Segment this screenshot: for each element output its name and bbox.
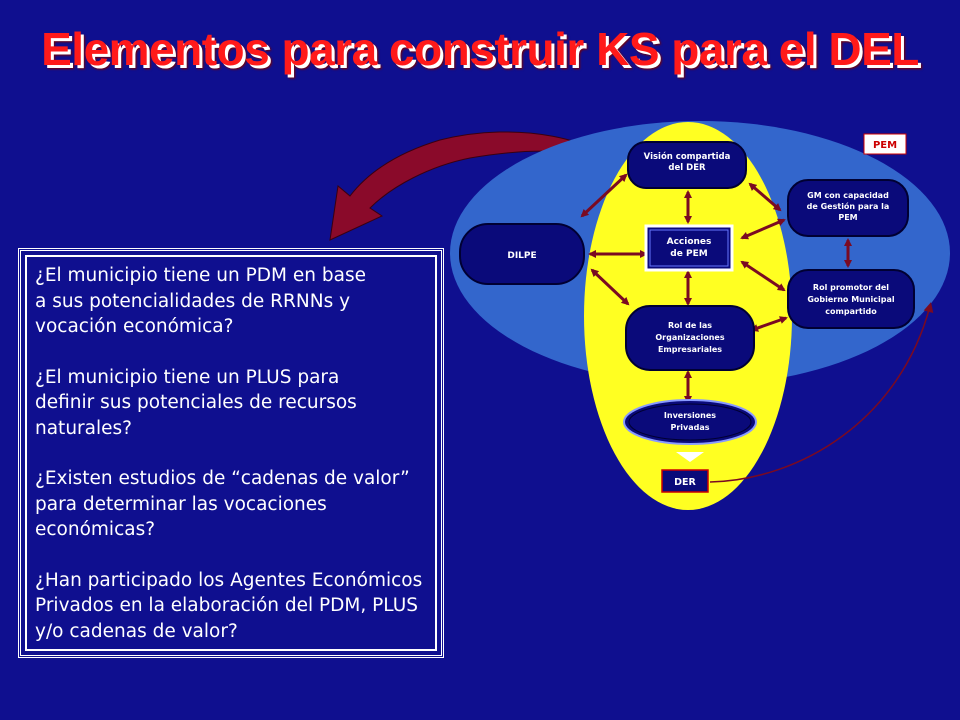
- arrow-center-gm: [740, 218, 786, 240]
- question-1: ¿El municipio tiene un PDM en base a sus…: [35, 265, 366, 337]
- rolgm-line1: Rol promotor del: [813, 283, 889, 292]
- pem-label-box: [863, 133, 907, 155]
- inv-line2: Privadas: [670, 423, 709, 432]
- rolgm-line3: compartido: [825, 307, 877, 316]
- vision-line2: del DER: [668, 163, 706, 173]
- arrow-dilpe-vision: [580, 173, 628, 218]
- rolgm-line2: Gobierno Municipal: [807, 295, 895, 304]
- node-gm-capacidad: [787, 179, 909, 237]
- gm-line3: PEM: [838, 213, 857, 222]
- gm-line2: de Gestión para la: [807, 201, 890, 211]
- node-acciones-pem: [644, 224, 734, 272]
- gm-line1: GM con capacidad: [807, 191, 889, 200]
- arrow-vision-gm: [748, 182, 782, 212]
- node-rol-organizaciones: [625, 305, 755, 371]
- der-label-box: [661, 469, 709, 493]
- dilpe-label: DILPE: [507, 251, 536, 261]
- center-line1: Acciones: [667, 237, 712, 247]
- question-3: ¿Existen estudios de “cadenas de valor” …: [35, 468, 410, 540]
- down-arrow-icon: [676, 452, 704, 462]
- center-line2: de PEM: [670, 249, 707, 259]
- vision-line1: Visión compartida: [644, 151, 731, 162]
- arrow-rolorg-rolgm: [750, 316, 788, 332]
- inv-line1: Inversiones: [664, 411, 716, 420]
- page-title: Elementos para construir KS para el DEL: [41, 23, 919, 75]
- node-dilpe: [459, 223, 585, 285]
- node-vision-compartida: [627, 141, 747, 189]
- rolorg-line2: Organizaciones: [655, 333, 724, 342]
- connector-arrows: [580, 173, 852, 404]
- questions-list: ¿El municipio tiene un PDM en base a sus…: [35, 263, 431, 669]
- node-rol-promotor: [787, 269, 915, 329]
- pem-label: PEM: [873, 140, 897, 151]
- question-2: ¿El municipio tiene un PLUS para definir…: [35, 366, 357, 439]
- questions-box: ¿El municipio tiene un PDM en base a sus…: [18, 248, 444, 658]
- rolorg-line3: Empresariales: [658, 345, 722, 354]
- feedback-curve: [709, 302, 934, 483]
- curved-big-arrow: [329, 131, 624, 241]
- der-label: DER: [674, 477, 696, 488]
- arrow-dilpe-rolorg: [590, 268, 630, 306]
- rolorg-line1: Rol de las: [668, 321, 712, 330]
- arrow-center-rolgm: [740, 260, 786, 292]
- node-inversiones-privadas: [623, 399, 757, 445]
- question-4: ¿Han participado los Agentes Económicos …: [35, 569, 423, 642]
